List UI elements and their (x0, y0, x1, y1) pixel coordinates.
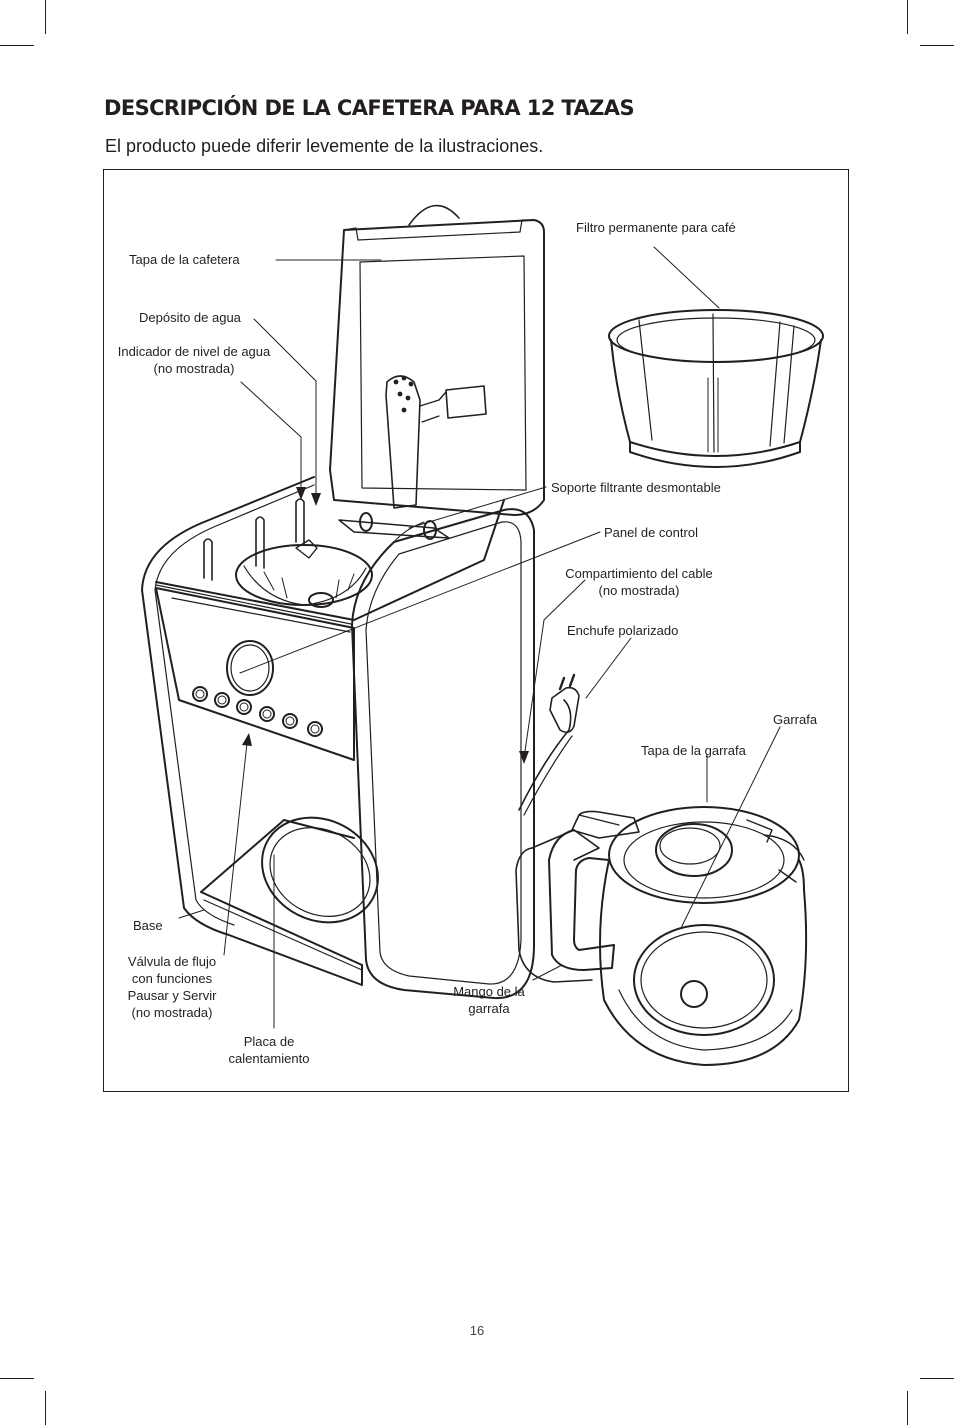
label-compartimiento-note: (no mostrada) (599, 583, 680, 598)
label-indicador-nivel: Indicador de nivel de agua (118, 344, 271, 359)
part-labels: Tapa de la cafetera Depósito de agua Ind… (118, 220, 818, 1066)
coffee-maker-illustration (141, 204, 580, 1000)
crop-mark (907, 0, 908, 34)
crop-mark (45, 0, 46, 34)
page-title: DESCRIPCIÓN DE LA CAFETERA PARA 12 TAZAS (104, 96, 635, 120)
leader-lines (178, 246, 781, 1029)
base-illustration (200, 816, 379, 971)
label-valvula-2: con funciones (132, 971, 213, 986)
crop-mark (0, 45, 34, 46)
label-tapa-cafetera: Tapa de la cafetera (129, 252, 240, 267)
label-mango-2: garrafa (468, 1001, 510, 1016)
label-filtro-permanente: Filtro permanente para café (576, 220, 736, 235)
arrowheads (242, 487, 529, 764)
label-mango-1: Mango de la (453, 984, 525, 999)
label-deposito-agua: Depósito de agua (139, 310, 242, 325)
carafe-illustration (515, 806, 808, 1066)
lid-illustration (329, 204, 545, 516)
coffee-maker-diagram: Tapa de la cafetera Depósito de agua Ind… (118, 204, 824, 1066)
page-subtitle: El producto puede diferir levemente de l… (105, 136, 544, 156)
label-garrafa: Garrafa (773, 712, 818, 727)
crop-mark (920, 45, 954, 46)
label-valvula-3: Pausar y Servir (128, 988, 218, 1003)
diagram-frame: Tapa de la cafetera Depósito de agua Ind… (103, 169, 849, 1092)
label-compartimiento-cable: Compartimiento del cable (565, 566, 712, 581)
permanent-filter-illustration (608, 309, 824, 468)
plug-illustration (549, 673, 580, 734)
label-enchufe: Enchufe polarizado (567, 623, 678, 638)
label-tapa-garrafa: Tapa de la garrafa (641, 743, 747, 758)
label-valvula-4: (no mostrada) (132, 1005, 213, 1020)
label-placa-1: Placa de (244, 1034, 295, 1049)
crop-mark (920, 1378, 954, 1379)
crop-mark (45, 1391, 46, 1425)
label-valvula-1: Válvula de flujo (128, 954, 216, 969)
label-panel-control: Panel de control (604, 525, 698, 540)
control-buttons (192, 686, 323, 737)
crop-mark (907, 1391, 908, 1425)
page-number: 16 (469, 1323, 485, 1338)
label-soporte-filtrante: Soporte filtrante desmontable (551, 480, 721, 495)
label-placa-2: calentamiento (229, 1051, 310, 1066)
crop-mark (0, 1378, 34, 1379)
label-indicador-nivel-note: (no mostrada) (154, 361, 235, 376)
front-panel-illustration (351, 508, 535, 1000)
label-base: Base (133, 918, 163, 933)
